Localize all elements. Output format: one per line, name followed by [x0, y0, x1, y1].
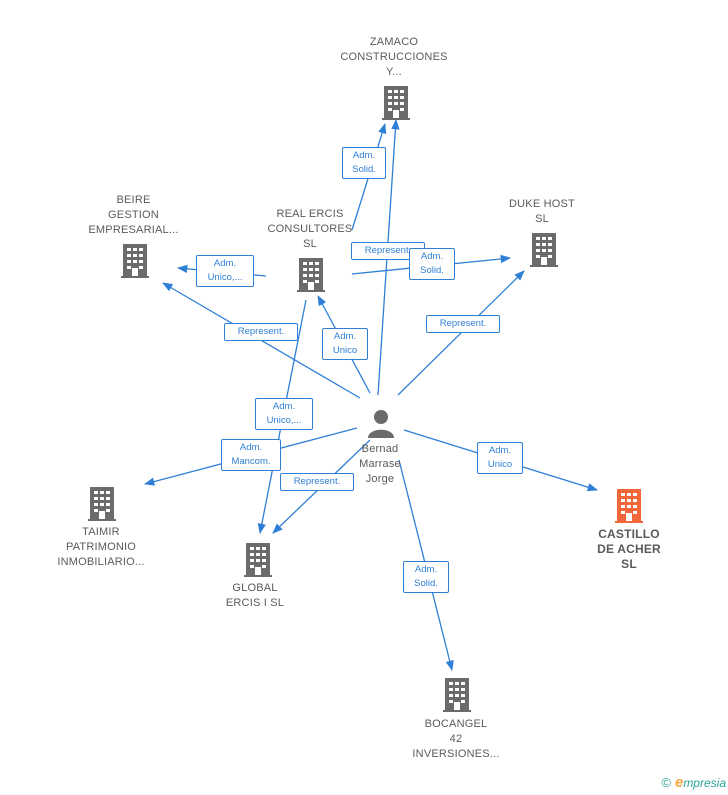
node-label-line: 42: [449, 733, 463, 745]
edge-label-represent[interactable]: Represent.: [426, 315, 500, 333]
node-duke-host[interactable]: DUKE HOST SL: [494, 197, 590, 227]
node-label-line: Bernad: [361, 443, 399, 455]
node-label-line: Y...: [386, 66, 402, 78]
edge-label-adm-solid[interactable]: Adm. Solid.: [342, 147, 386, 179]
edge-label-line: Adm.: [333, 331, 357, 342]
brand-name: mpresia: [683, 776, 726, 790]
edge-label-line: Unico: [487, 459, 513, 470]
node-castillo-de-acher[interactable]: CASTILLO DE ACHER SL: [580, 527, 678, 572]
node-label-line: GESTION: [108, 209, 159, 221]
company-icons: [88, 86, 643, 712]
node-label-line: ZAMACO: [369, 36, 419, 48]
edge-label-represent[interactable]: Represent.: [280, 473, 354, 491]
edge-label-line: Adm.: [488, 445, 512, 456]
node-label-line: GLOBAL: [232, 582, 278, 594]
edge-label-adm-unico[interactable]: Adm. Unico: [322, 328, 368, 360]
edge-label-line: Solid.: [420, 265, 444, 276]
edge-label-represent[interactable]: Represent.: [224, 323, 298, 341]
node-real-ercis[interactable]: REAL ERCIS CONSULTORES SL: [255, 207, 365, 252]
edge-label-line: Mancom.: [231, 456, 271, 467]
edge-label-line: Adm.: [239, 442, 263, 453]
building-icon: [382, 86, 410, 120]
building-icon: [121, 244, 149, 278]
edge-label-line: Represent.: [364, 245, 412, 256]
node-label-line: Jorge: [365, 473, 395, 485]
edge-label-line: Adm.: [414, 564, 438, 575]
node-global-ercis[interactable]: GLOBAL ERCIS I SL: [205, 581, 305, 611]
edge-label-adm-unico[interactable]: Adm. Unico,...: [196, 255, 254, 287]
node-label-line: SL: [621, 557, 637, 571]
node-label-line: CASTILLO: [598, 527, 660, 541]
edge-label-represent[interactable]: Represent.: [351, 242, 425, 260]
copyright-icon: ©: [661, 775, 671, 790]
node-label-line: CONSTRUCCIONES: [340, 51, 448, 63]
edge-label-line: Solid.: [352, 164, 376, 175]
node-label-line: SL: [303, 238, 317, 250]
edge-label-adm-solid[interactable]: Adm. Solid.: [409, 248, 455, 280]
edge-label-line: Unico: [332, 345, 358, 356]
node-label-line: EMPRESARIAL...: [88, 224, 179, 236]
node-label-line: SL: [535, 213, 549, 225]
node-taimir[interactable]: TAIMIR PATRIMONIO INMOBILIARIO...: [46, 525, 156, 570]
node-person[interactable]: Bernad Marrase Jorge: [340, 442, 420, 487]
node-label-line: BEIRE: [116, 194, 151, 206]
edge-label-line: Represent.: [439, 318, 487, 329]
building-icon: [88, 487, 116, 521]
edge-person-duke: [397, 270, 525, 396]
edge-label-adm-unico[interactable]: Adm. Unico,...: [255, 398, 313, 430]
edge-label-line: Adm.: [420, 251, 444, 262]
node-bocangel[interactable]: BOCANGEL 42 INVERSIONES...: [400, 717, 512, 762]
node-label-line: CONSULTORES: [267, 223, 353, 235]
building-icon: [615, 489, 643, 523]
node-label-line: ERCIS I SL: [225, 597, 285, 609]
empresia-logo: ©empresia: [661, 774, 726, 791]
edge-label-line: Unico,...: [266, 415, 302, 426]
node-label-line: TAIMIR: [82, 526, 120, 538]
edge-label-adm-mancom[interactable]: Adm. Mancom.: [221, 439, 281, 471]
person-icon: [368, 410, 394, 438]
building-icon: [244, 543, 272, 577]
edge-label-line: Adm.: [213, 258, 237, 269]
edge-label-line: Adm.: [352, 150, 376, 161]
edge-label-line: Unico,...: [207, 272, 243, 283]
edge-label-line: Represent.: [237, 326, 285, 337]
node-label-line: DUKE HOST: [509, 198, 575, 210]
node-label-line: REAL ERCIS: [276, 208, 344, 220]
node-zamaco[interactable]: ZAMACO CONSTRUCCIONES Y...: [334, 35, 454, 80]
building-icon: [297, 258, 325, 292]
node-label-line: INMOBILIARIO...: [57, 556, 145, 568]
edge-label-adm-solid[interactable]: Adm. Solid.: [403, 561, 449, 593]
building-icon: [443, 678, 471, 712]
brand-initial: e: [674, 774, 684, 791]
node-label-line: Marrase: [359, 458, 401, 470]
node-label-line: PATRIMONIO: [65, 541, 137, 553]
edge-label-adm-unico[interactable]: Adm. Unico: [477, 442, 523, 474]
node-label-line: BOCANGEL: [424, 718, 488, 730]
edge-label-line: Adm.: [272, 401, 296, 412]
node-beire[interactable]: BEIRE GESTION EMPRESARIAL...: [76, 193, 191, 238]
edge-label-line: Solid.: [414, 578, 438, 589]
edge-label-line: Represent.: [293, 476, 341, 487]
building-icon: [530, 233, 558, 267]
node-label-line: DE ACHER: [597, 542, 661, 556]
node-label-line: INVERSIONES...: [412, 748, 500, 760]
